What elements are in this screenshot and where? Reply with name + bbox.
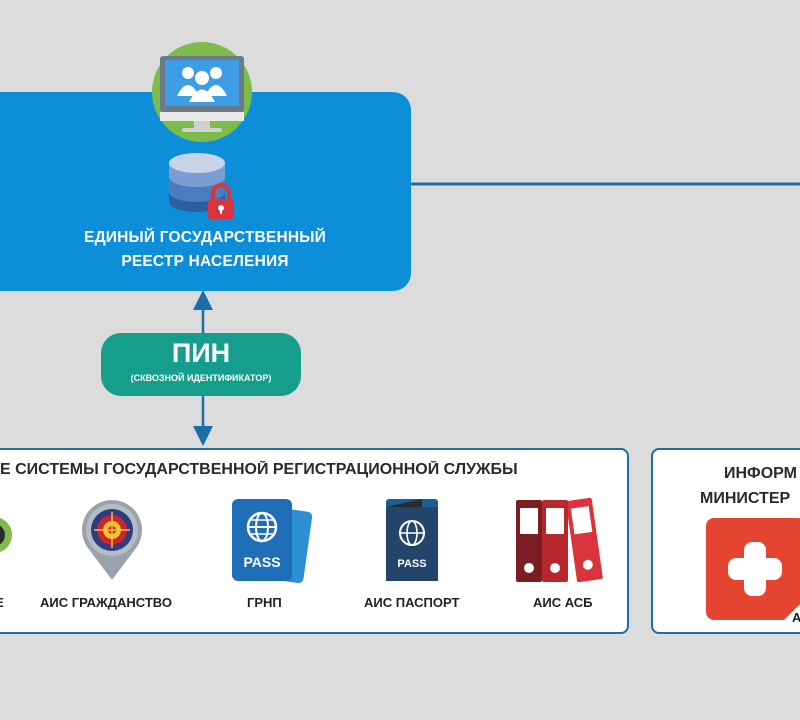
system-label-citizenship: АИС ГРАЖДАНСТВО <box>40 595 172 610</box>
database-lock-icon <box>169 153 234 219</box>
system-label-grnp: ГРНП <box>247 595 282 610</box>
svg-text:PASS: PASS <box>243 554 280 570</box>
ministry-title-line2: МИНИСТЕР <box>700 490 791 507</box>
ministry-panel-title: ИНФОРМ МИНИСТЕР <box>700 461 797 511</box>
ministry-title-line1: ИНФОРМ <box>724 465 797 482</box>
pin-subtitle: (СКВОЗНОЙ ИДЕНТИФИКАТОР) <box>130 373 272 383</box>
medical-cross-icon <box>706 518 800 622</box>
registry-title-line2: РЕЕСТР НАСЕЛЕНИЯ <box>121 253 289 270</box>
systems-panel-title: Е СИСТЕМЫ ГОСУДАРСТВЕННОЙ РЕГИСТРАЦИОННО… <box>0 461 518 478</box>
users-monitor-icon <box>152 42 252 142</box>
registry-title-line1: ЕДИНЫЙ ГОСУДАРСТВЕННЫЙ <box>84 229 326 246</box>
map-pin-emblem-icon <box>82 500 142 580</box>
binders-icon <box>516 497 603 583</box>
svg-text:PASS: PASS <box>397 558 426 570</box>
registry-title: ЕДИНЫЙ ГОСУДАРСТВЕННЫЙ РЕЕСТР НАСЕЛЕНИЯ <box>40 226 370 274</box>
pin-badge: ПИН (СКВОЗНОЙ ИДЕНТИФИКАТОР) <box>101 333 301 396</box>
passport-book-icon: PASS <box>386 499 438 581</box>
passport-pass-icon: PASS <box>232 499 313 584</box>
system-label-passport: АИС ПАСПОРТ <box>364 595 460 610</box>
system-label-asb: АИС АСБ <box>533 595 593 610</box>
partial-system-icon <box>0 518 12 552</box>
partial-system-label: Е <box>0 595 4 610</box>
ministry-sub-label: А <box>792 610 800 625</box>
pin-title: ПИН <box>171 338 231 368</box>
